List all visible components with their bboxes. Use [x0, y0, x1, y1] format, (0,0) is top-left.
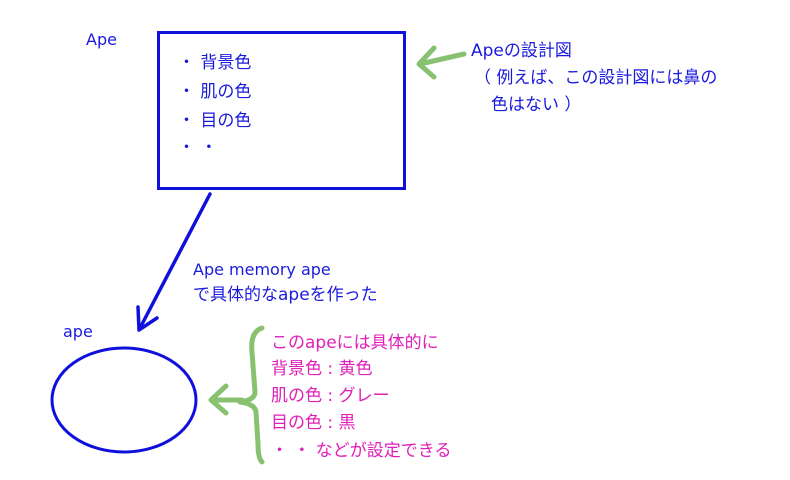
class-attribute: ・ ・ [178, 138, 218, 158]
instance-note-line: ・ ・ などが設定できる [271, 441, 452, 461]
class-attribute: ・ 背景色 [178, 53, 252, 73]
instance-note-line: 肌の色 : グレー [271, 386, 390, 406]
class-label: Ape [86, 30, 117, 49]
instance-note-line: 背景色 : 黄色 [271, 359, 373, 379]
class-note-line: Apeの設計図 [471, 41, 572, 61]
instance-label: ape [63, 322, 93, 341]
instance-note-line: このapeには具体的に [271, 333, 439, 353]
instance-note-arrow [208, 383, 245, 416]
class-attribute: ・ 肌の色 [178, 82, 252, 102]
instantiation-code: Ape memory ape [193, 260, 331, 279]
instantiation-description: で具体的なapeを作った [193, 285, 378, 305]
class-box [157, 31, 406, 190]
class-note-line: 色はない ） [491, 95, 582, 115]
class-note-arrow [416, 45, 467, 80]
instance-note-brace [237, 325, 265, 465]
instance-note-line: 目の色 : 黒 [271, 413, 356, 433]
instance-ellipse [50, 346, 198, 454]
class-note-line: （ 例えば、この設計図には鼻の [474, 68, 718, 88]
class-attribute: ・ 目の色 [178, 111, 252, 131]
